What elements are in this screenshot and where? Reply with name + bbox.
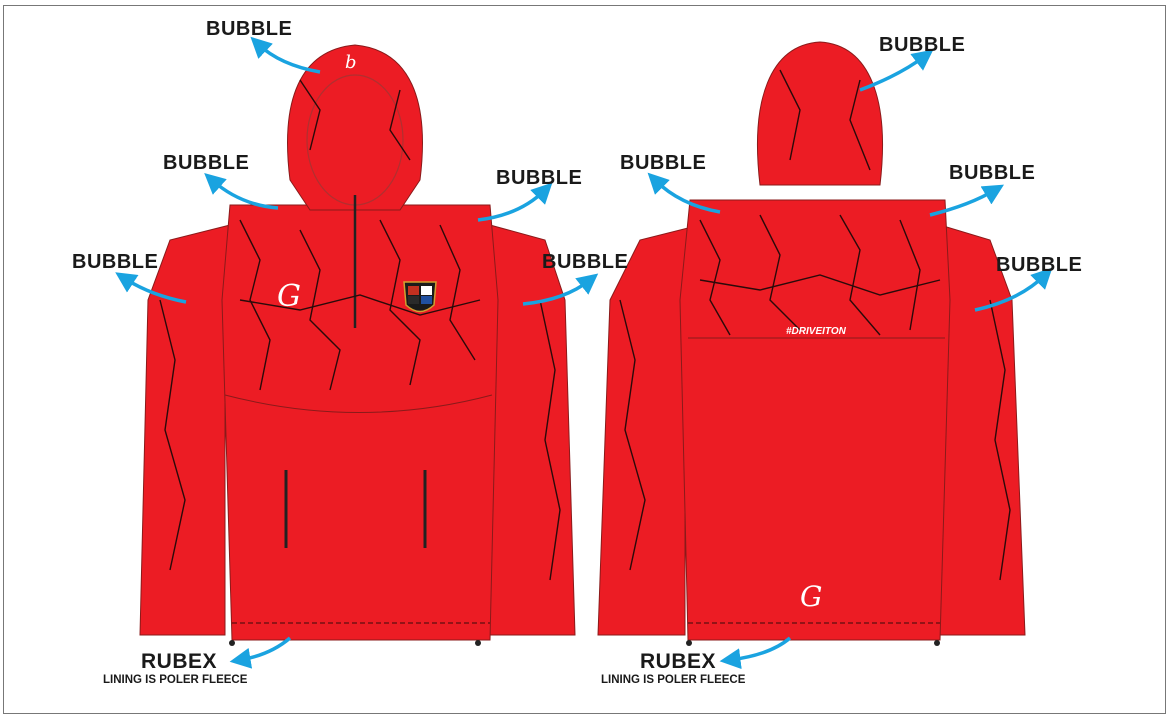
front-sleeve-right-bubble-label: BUBBLE	[542, 251, 629, 273]
front-shoulder-left-bubble-label: BUBBLE	[163, 152, 250, 174]
svg-text:b: b	[345, 52, 357, 73]
front-sleeve-left-bubble-label: BUBBLE	[72, 251, 159, 273]
back-shoulder-right-bubble-label: BUBBLE	[949, 162, 1036, 184]
front-g-logo: G	[277, 279, 301, 314]
diagram-frame	[3, 5, 1166, 714]
front-rubex-label: RUBEX	[141, 650, 218, 673]
back-rubex-label: RUBEX	[640, 650, 717, 673]
front-hood-bubble-label: BUBBLE	[206, 18, 293, 40]
front-shoulder-right-bubble-label: BUBBLE	[496, 167, 583, 189]
back-hood-bubble-label: BUBBLE	[879, 34, 966, 56]
front-lining-note: LINING IS POLER FLEECE	[103, 674, 248, 686]
back-lining-note: LINING IS POLER FLEECE	[601, 674, 746, 686]
back-hoodie: #DRIVEITON G	[597, 41, 1026, 646]
front-hoodie: G b	[139, 44, 576, 646]
back-sleeve-right-bubble-label: BUBBLE	[996, 254, 1083, 276]
back-shoulder-left-bubble-label: BUBBLE	[620, 152, 707, 174]
back-g-logo: G	[800, 580, 822, 613]
hashtag-print: #DRIVEITON	[786, 326, 847, 337]
annotation-arrows	[115, 36, 1053, 670]
club-crest-icon	[403, 281, 437, 313]
